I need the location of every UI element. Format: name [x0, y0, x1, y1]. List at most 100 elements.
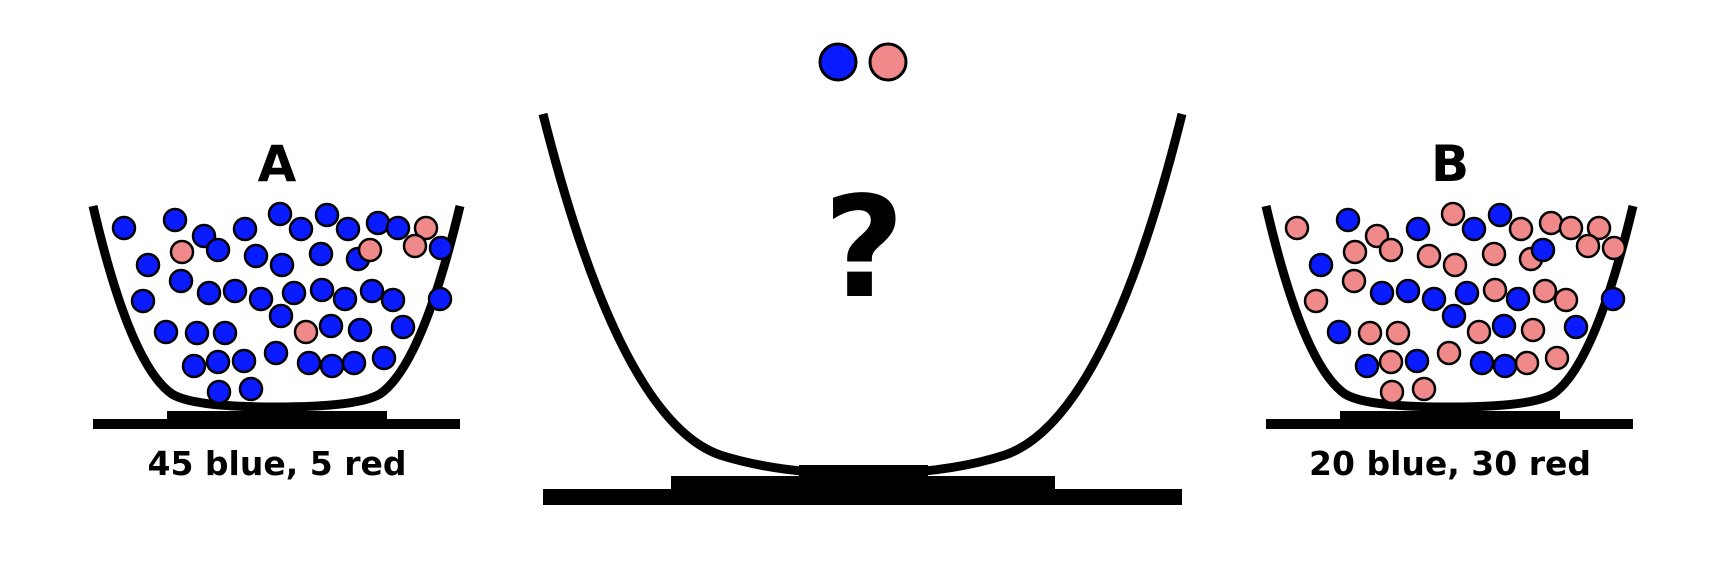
bowl-b: B 20 blue, 30 red	[1261, 135, 1638, 483]
red-ball	[1284, 215, 1310, 241]
red-ball	[1482, 277, 1508, 303]
red-ball	[357, 237, 383, 263]
bowl-b-balls	[1284, 201, 1627, 405]
bowl-b-outline	[1261, 204, 1638, 412]
blue-ball	[319, 353, 345, 379]
sample-red-ball	[868, 42, 908, 82]
blue-ball	[318, 313, 344, 339]
bowl-center: ?	[538, 42, 1187, 505]
red-ball	[1532, 278, 1558, 304]
red-ball	[1544, 345, 1570, 371]
blue-ball	[168, 268, 194, 294]
sample-balls	[818, 42, 908, 82]
bowl-b-base	[1266, 419, 1633, 429]
blue-ball	[184, 320, 210, 346]
blue-ball	[1563, 314, 1589, 340]
blue-ball	[1505, 286, 1531, 312]
blue-ball	[314, 202, 340, 228]
red-ball	[1481, 241, 1507, 267]
red-ball	[1357, 320, 1383, 346]
blue-ball	[153, 319, 179, 345]
red-ball	[1514, 350, 1540, 376]
blue-ball	[1469, 350, 1495, 376]
blue-ball	[111, 215, 137, 241]
red-ball	[293, 319, 319, 345]
blue-ball	[263, 340, 289, 366]
bowl-a-balls	[111, 201, 454, 405]
red-ball	[1378, 349, 1404, 375]
bowl-a-title: A	[258, 135, 297, 193]
blue-ball	[296, 350, 322, 376]
blue-ball	[1335, 207, 1361, 233]
blue-ball	[1487, 202, 1513, 228]
blue-ball	[130, 288, 156, 314]
blue-ball	[1600, 286, 1626, 312]
blue-ball	[341, 350, 367, 376]
blue-ball	[427, 286, 453, 312]
blue-ball	[205, 237, 231, 263]
red-ball	[169, 239, 195, 265]
blue-ball	[1405, 216, 1431, 242]
blue-ball	[1395, 278, 1421, 304]
red-ball	[1553, 287, 1579, 313]
bowl-a-base	[93, 419, 460, 429]
blue-ball	[1421, 286, 1447, 312]
blue-ball	[243, 243, 269, 269]
blue-ball	[269, 252, 295, 278]
blue-ball	[365, 210, 391, 236]
blue-ball	[1326, 319, 1352, 345]
blue-ball	[135, 252, 161, 278]
blue-ball	[212, 320, 238, 346]
blue-ball	[232, 216, 258, 242]
blue-ball	[268, 303, 294, 329]
bowl-a: A 45 blue, 5 red	[88, 135, 465, 483]
blue-ball	[1369, 280, 1395, 306]
blue-ball	[1308, 252, 1334, 278]
red-ball	[1341, 268, 1367, 294]
blue-ball	[335, 216, 361, 242]
red-ball	[1520, 317, 1546, 343]
red-ball	[1601, 235, 1627, 261]
blue-ball	[222, 278, 248, 304]
blue-ball	[248, 286, 274, 312]
red-ball	[1442, 252, 1468, 278]
blue-ball	[288, 216, 314, 242]
red-ball	[1538, 210, 1564, 236]
question-mark: ?	[823, 167, 904, 330]
blue-ball	[1354, 353, 1380, 379]
blue-ball	[162, 207, 188, 233]
blue-ball	[238, 376, 264, 402]
blue-ball	[332, 286, 358, 312]
bowl-b-title: B	[1431, 135, 1469, 193]
bowl-center-foot	[671, 476, 1055, 492]
red-ball	[1575, 233, 1601, 259]
blue-ball	[385, 215, 411, 241]
blue-ball	[1492, 353, 1518, 379]
red-ball	[402, 233, 428, 259]
blue-ball	[359, 278, 385, 304]
blue-ball	[371, 345, 397, 371]
sample-blue-ball	[818, 42, 858, 82]
red-ball	[1379, 379, 1405, 405]
blue-ball	[347, 317, 373, 343]
blue-ball	[309, 277, 335, 303]
blue-ball	[196, 280, 222, 306]
red-ball	[1378, 237, 1404, 263]
blue-ball	[380, 287, 406, 313]
red-ball	[1342, 239, 1368, 265]
red-ball	[1303, 288, 1329, 314]
red-ball	[413, 215, 439, 241]
blue-ball	[206, 379, 232, 405]
blue-ball	[1454, 280, 1480, 306]
blue-ball	[1491, 313, 1517, 339]
red-ball	[1411, 376, 1437, 402]
red-ball	[1466, 319, 1492, 345]
red-ball	[1385, 320, 1411, 346]
blue-ball	[1404, 348, 1430, 374]
red-ball	[1436, 340, 1462, 366]
red-ball	[1586, 215, 1612, 241]
blue-ball	[308, 241, 334, 267]
red-ball	[1558, 215, 1584, 241]
blue-ball	[1441, 303, 1467, 329]
